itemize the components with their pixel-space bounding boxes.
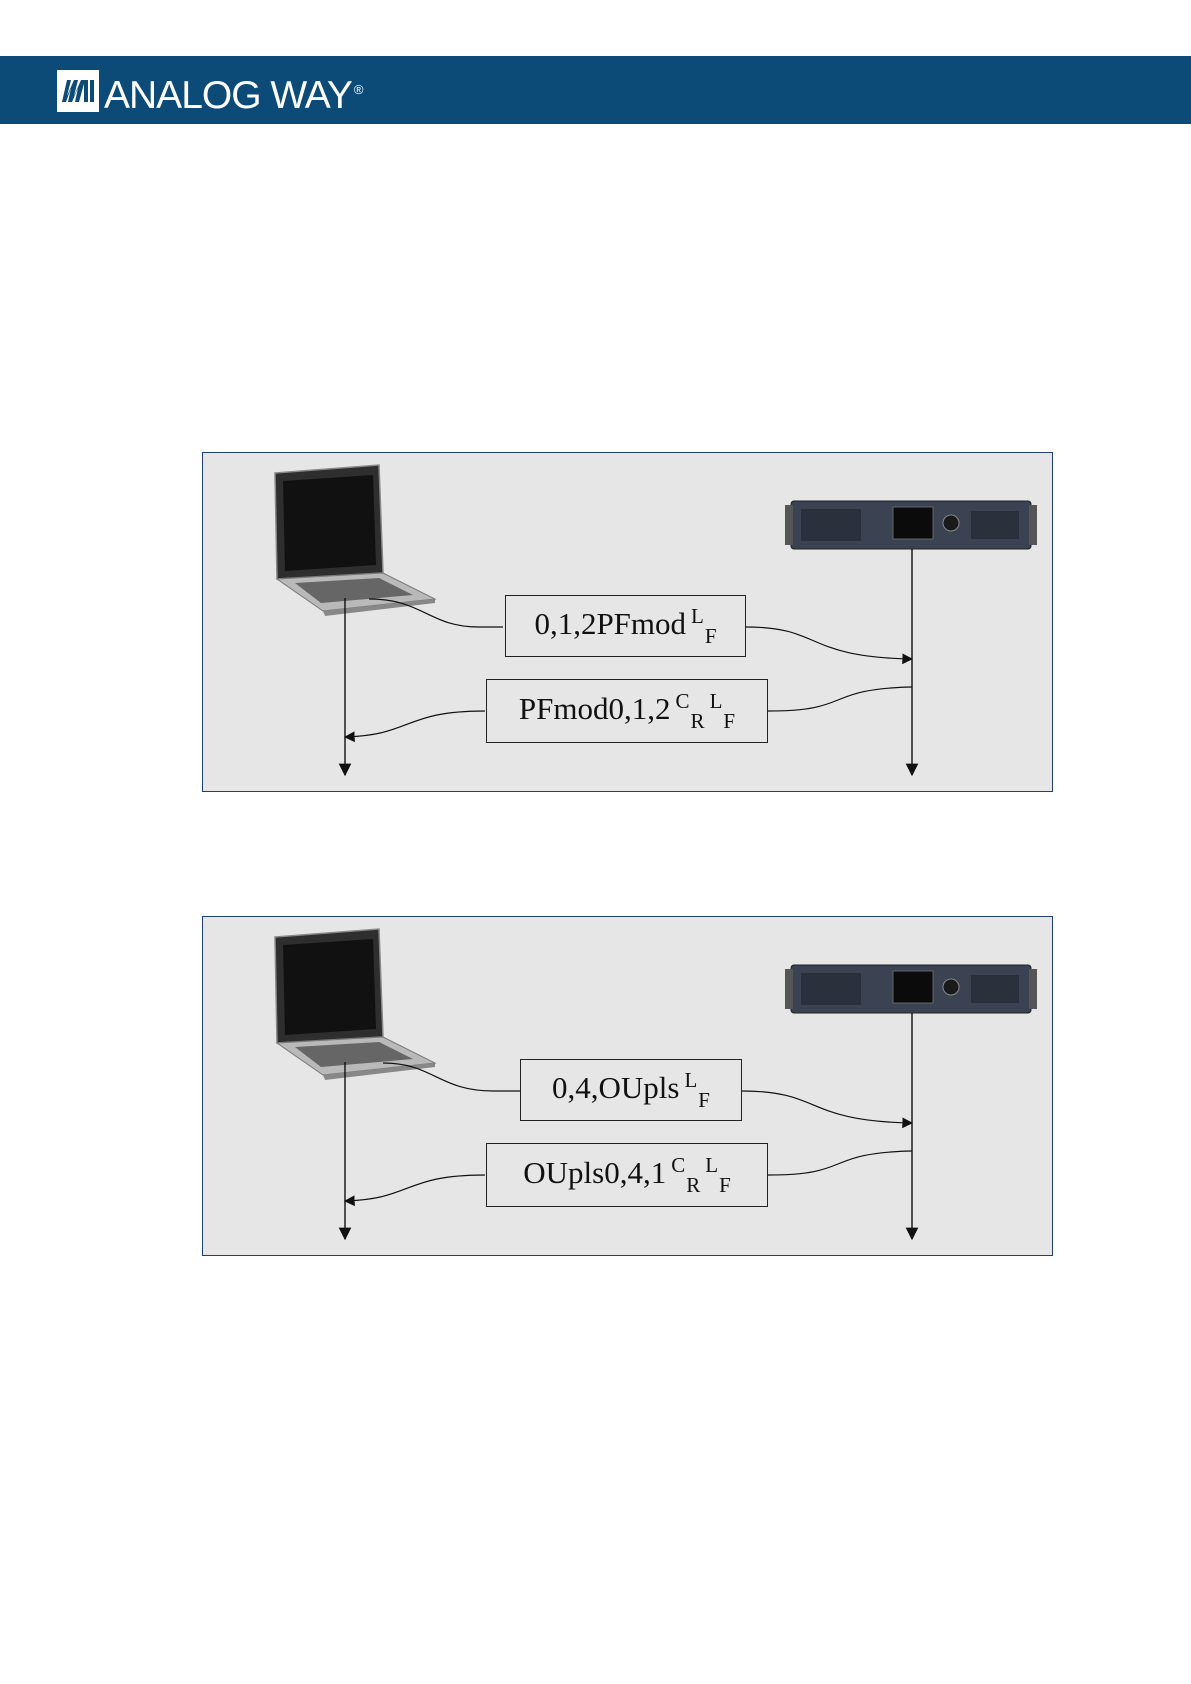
response-command: OUpls0,4,1 [523,1155,666,1191]
lf-bottom-letter: F [705,624,717,649]
rack-device-icon [785,501,1037,549]
lf-top-letter: L [705,1153,718,1178]
lf-bottom-letter: F [719,1173,731,1198]
brand-name: ANALOG WAY [104,74,352,117]
cr-bottom-letter: R [691,709,705,734]
header-bar: ANALOG WAY® [0,56,1191,124]
lf-top-letter: L [710,689,723,714]
lf-bottom-letter: F [698,1088,710,1113]
response-command: PFmod0,1,2 [519,691,671,727]
rack-device-icon [785,965,1037,1013]
cr-bottom-letter: R [686,1173,700,1198]
request-command: 0,4,OUpls [552,1070,679,1106]
request-command: 0,1,2PFmod [534,606,686,642]
lf-top-letter: L [684,1068,697,1093]
cr-top-letter: C [676,689,690,714]
registered-mark: ® [354,82,363,97]
lf-top-letter: L [691,604,704,629]
analog-way-logo-icon [57,70,99,112]
laptop-icon [275,465,435,616]
lf-bottom-letter: F [723,709,735,734]
brand-wordmark: ANALOG WAY® [104,66,362,120]
laptop-icon [275,929,435,1080]
cr-top-letter: C [671,1153,685,1178]
